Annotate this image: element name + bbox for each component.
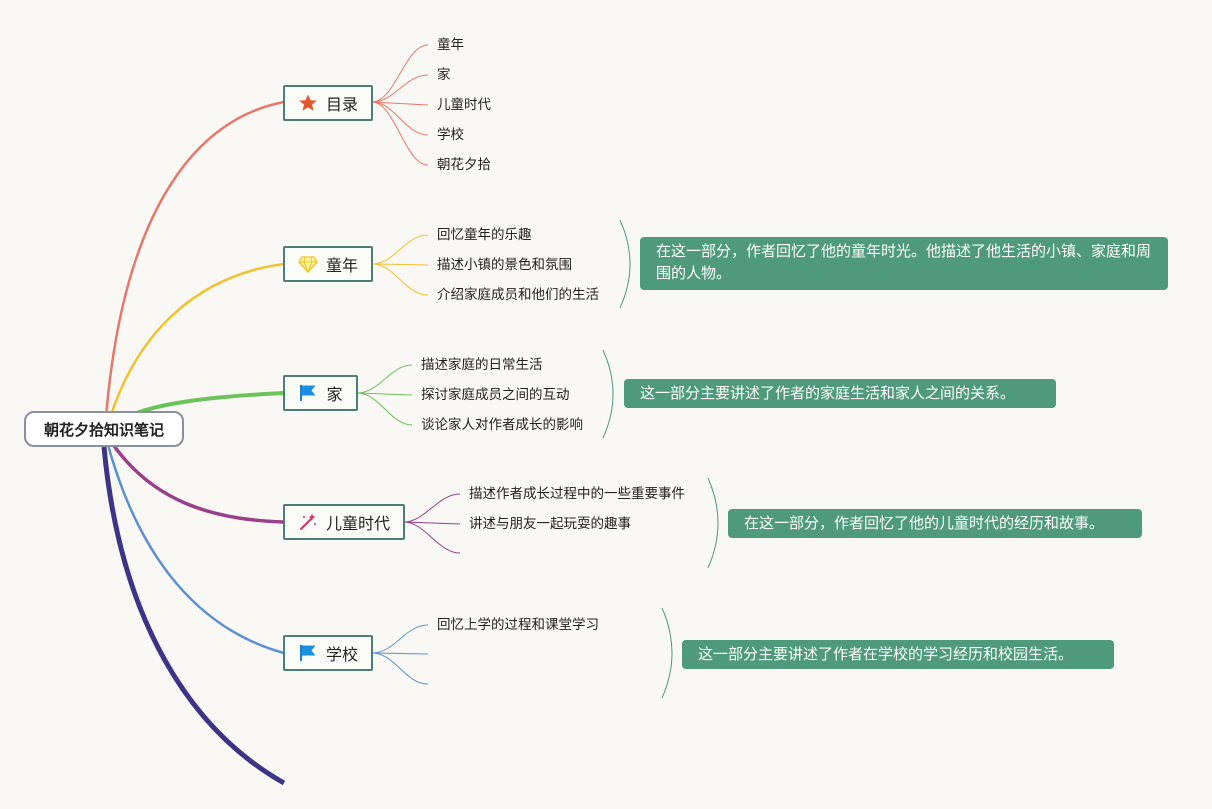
flag-icon [298, 643, 318, 663]
leaf-lines-catalog [371, 44, 429, 166]
topic-node-school[interactable]: 学校 [283, 635, 373, 671]
topic-label: 学校 [325, 645, 358, 664]
summary-note-home[interactable]: 这一部分主要讲述了作者的家庭生活和家人之间的关系。 [624, 379, 1056, 408]
leaf-lines-home [356, 364, 413, 426]
leaf-item[interactable]: 家 [437, 67, 451, 83]
leaf-lines-childhood [371, 234, 429, 296]
topic-node-catalog[interactable]: 目录 [283, 85, 373, 121]
branch-line-childhood [105, 262, 285, 429]
root-node[interactable]: 朝花夕拾知识笔记 [24, 411, 184, 447]
leaf-item[interactable]: 儿童时代 [437, 97, 491, 113]
leaf-item[interactable]: 学校 [437, 127, 464, 143]
leaf-item[interactable]: 介绍家庭成员和他们的生活 [437, 287, 599, 303]
summary-bracket-childhood-era [707, 477, 719, 569]
leaf-item[interactable]: 描述作者成长过程中的一些重要事件 [469, 486, 685, 502]
branch-line-school [106, 444, 285, 655]
leaf-item[interactable]: 童年 [437, 37, 464, 53]
leaf-item[interactable]: 讲述与朋友一起玩耍的趣事 [469, 516, 631, 532]
leaf-item[interactable]: 描述家庭的日常生活 [421, 357, 543, 373]
topic-label: 童年 [325, 256, 358, 275]
topic-label: 儿童时代 [325, 514, 390, 533]
magic-wand-icon [298, 512, 318, 532]
branch-line-catalog [103, 100, 285, 431]
summary-note-childhood[interactable]: 在这一部分，作者回忆了他的童年时光。他描述了他生活的小镇、家庭和周围的人物。 [640, 237, 1168, 290]
leaf-item[interactable]: 回忆上学的过程和课堂学习 [437, 617, 599, 633]
topic-label: 目录 [325, 95, 358, 114]
summary-note-school[interactable]: 这一部分主要讲述了作者在学校的学习经历和校园生活。 [682, 640, 1114, 669]
leaf-item[interactable]: 谈论家人对作者成长的影响 [421, 417, 583, 433]
topic-label: 家 [326, 385, 343, 404]
topic-node-home[interactable]: 家 [283, 375, 358, 411]
topic-node-childhood[interactable]: 童年 [283, 246, 373, 282]
branch-line-childhood-era [108, 439, 285, 524]
leaf-item[interactable]: 回忆童年的乐趣 [437, 227, 532, 243]
leaf-item[interactable]: 探讨家庭成员之间的互动 [421, 387, 570, 403]
branch-line-extra [101, 446, 286, 786]
summary-bracket-home [602, 349, 614, 439]
diamond-icon [298, 254, 318, 274]
leaf-lines-school [371, 624, 429, 685]
summary-bracket-childhood [619, 219, 631, 309]
star-icon [298, 93, 318, 113]
leaf-item[interactable]: 描述小镇的景色和氛围 [437, 257, 572, 273]
leaf-lines-childhood-era [403, 493, 461, 554]
flag-icon [298, 383, 318, 403]
leaf-item[interactable]: 朝花夕拾 [437, 157, 491, 173]
summary-bracket-school [661, 607, 673, 699]
root-label: 朝花夕拾知识笔记 [43, 420, 164, 439]
summary-note-childhood-era[interactable]: 在这一部分，作者回忆了他的儿童时代的经历和故事。 [728, 509, 1142, 538]
topic-node-childhood-era[interactable]: 儿童时代 [283, 504, 405, 540]
